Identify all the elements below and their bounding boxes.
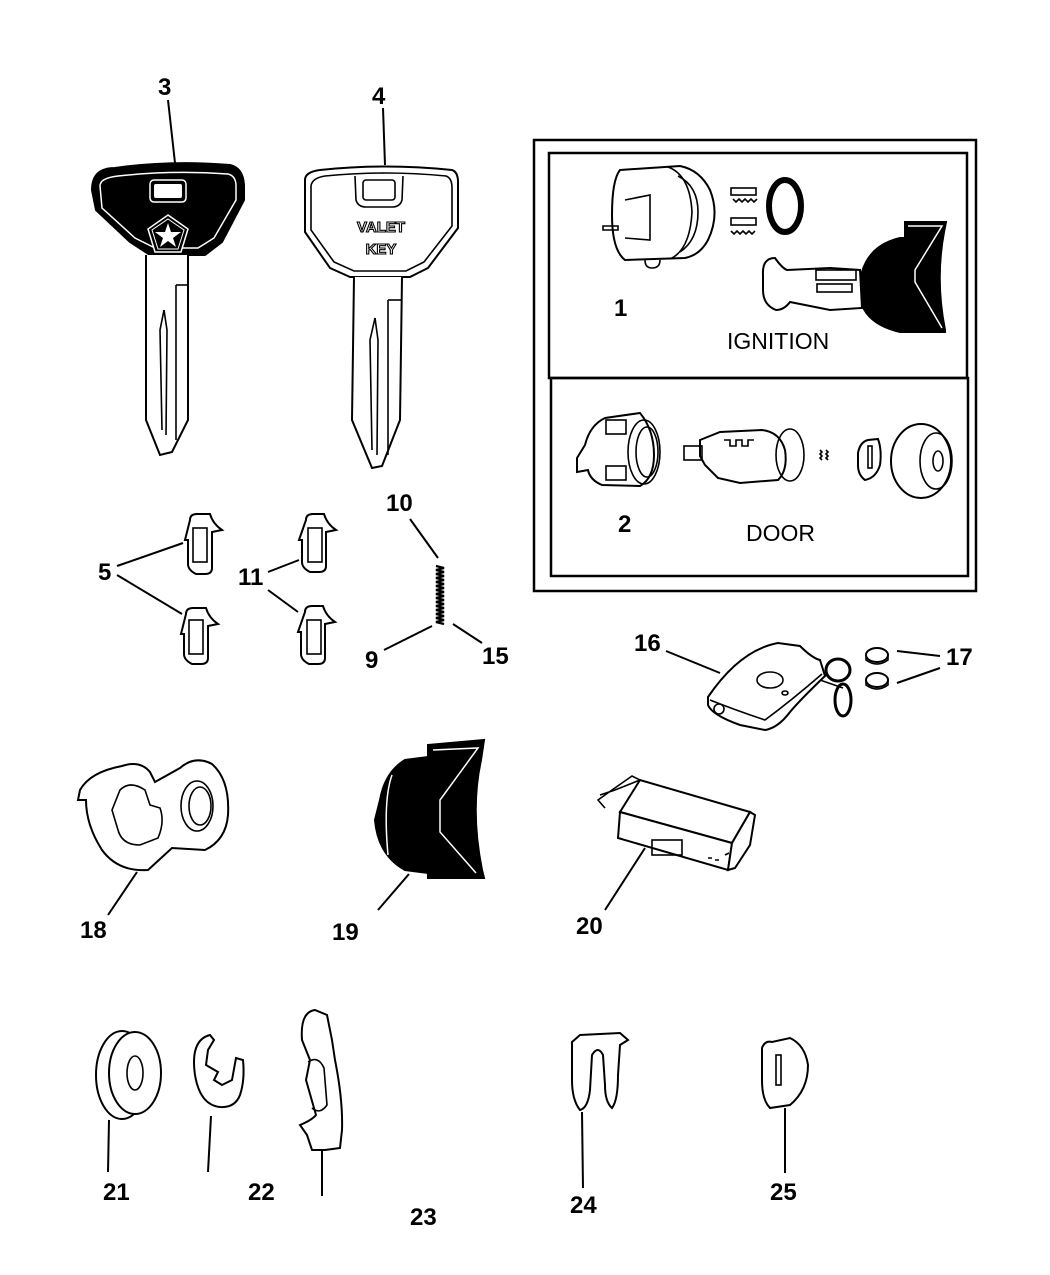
door-label: DOOR [746, 520, 815, 546]
callout-15: 15 [482, 643, 509, 670]
callout-1: 1 [614, 295, 627, 322]
callout-2: 2 [618, 511, 631, 538]
ignition-label: IGNITION [727, 328, 829, 354]
valet-key-label-line1: VALET [357, 219, 405, 236]
leader-line-11a [267, 559, 300, 573]
part-9-10-15-springs[interactable] [435, 564, 445, 626]
callout-19: 19 [332, 919, 359, 946]
leader-line-15 [452, 623, 483, 644]
part-24-clip[interactable] [571, 1031, 630, 1112]
leader-line-24 [581, 1111, 584, 1189]
part-4-valet-key[interactable]: VALET KEY [304, 165, 459, 470]
leader-line-17b [896, 667, 941, 684]
leader-line-3 [167, 99, 176, 164]
cylinder-kits-inset [532, 138, 978, 593]
part-22-clip[interactable] [193, 1033, 245, 1109]
part-23-lever[interactable] [298, 1008, 344, 1151]
callout-3: 3 [158, 74, 171, 101]
callout-5: 5 [98, 559, 111, 586]
part-2-door-cylinder-kit[interactable] [576, 411, 953, 499]
part-18-retainer[interactable] [76, 759, 230, 872]
callout-10: 10 [386, 490, 413, 517]
callout-20: 20 [576, 913, 603, 940]
callout-16: 16 [634, 630, 661, 657]
leader-line-18 [107, 871, 138, 916]
part-3-key[interactable] [90, 162, 245, 457]
callout-21: 21 [103, 1179, 130, 1206]
leader-line-4 [382, 107, 386, 166]
callout-18: 18 [80, 917, 107, 944]
part-17-batteries[interactable] [865, 647, 889, 690]
leader-line-21 [107, 1119, 110, 1173]
valet-key-label-line2: KEY [366, 241, 397, 258]
callout-22: 22 [248, 1179, 275, 1206]
leader-line-10 [409, 518, 439, 559]
leader-line-5b [116, 574, 183, 615]
callout-11: 11 [238, 564, 263, 591]
callout-17: 17 [946, 644, 973, 671]
part-21-bezel[interactable] [95, 1030, 162, 1120]
leader-line-20 [604, 847, 646, 911]
leader-line-19 [377, 873, 410, 911]
part-16-key-fob[interactable] [707, 641, 853, 732]
callout-24: 24 [570, 1192, 597, 1219]
part-19-ignition-bezel[interactable] [373, 738, 486, 879]
part-11-tumblers[interactable] [296, 513, 339, 665]
part-20-module[interactable] [596, 775, 757, 872]
callout-25: 25 [770, 1179, 797, 1206]
callout-4: 4 [372, 83, 386, 110]
callout-9: 9 [365, 647, 378, 674]
part-25-cap[interactable] [761, 1036, 810, 1110]
leader-line-5a [116, 542, 184, 567]
leader-line-9 [383, 625, 433, 651]
leader-line-11b [267, 589, 299, 613]
part-1-ignition-cylinder-kit[interactable] [602, 164, 948, 333]
callout-23: 23 [410, 1204, 437, 1231]
leader-line-16 [665, 650, 721, 674]
part-5-tumblers[interactable] [179, 513, 225, 665]
leader-line-17a [896, 650, 941, 657]
leader-line-22 [207, 1115, 212, 1173]
